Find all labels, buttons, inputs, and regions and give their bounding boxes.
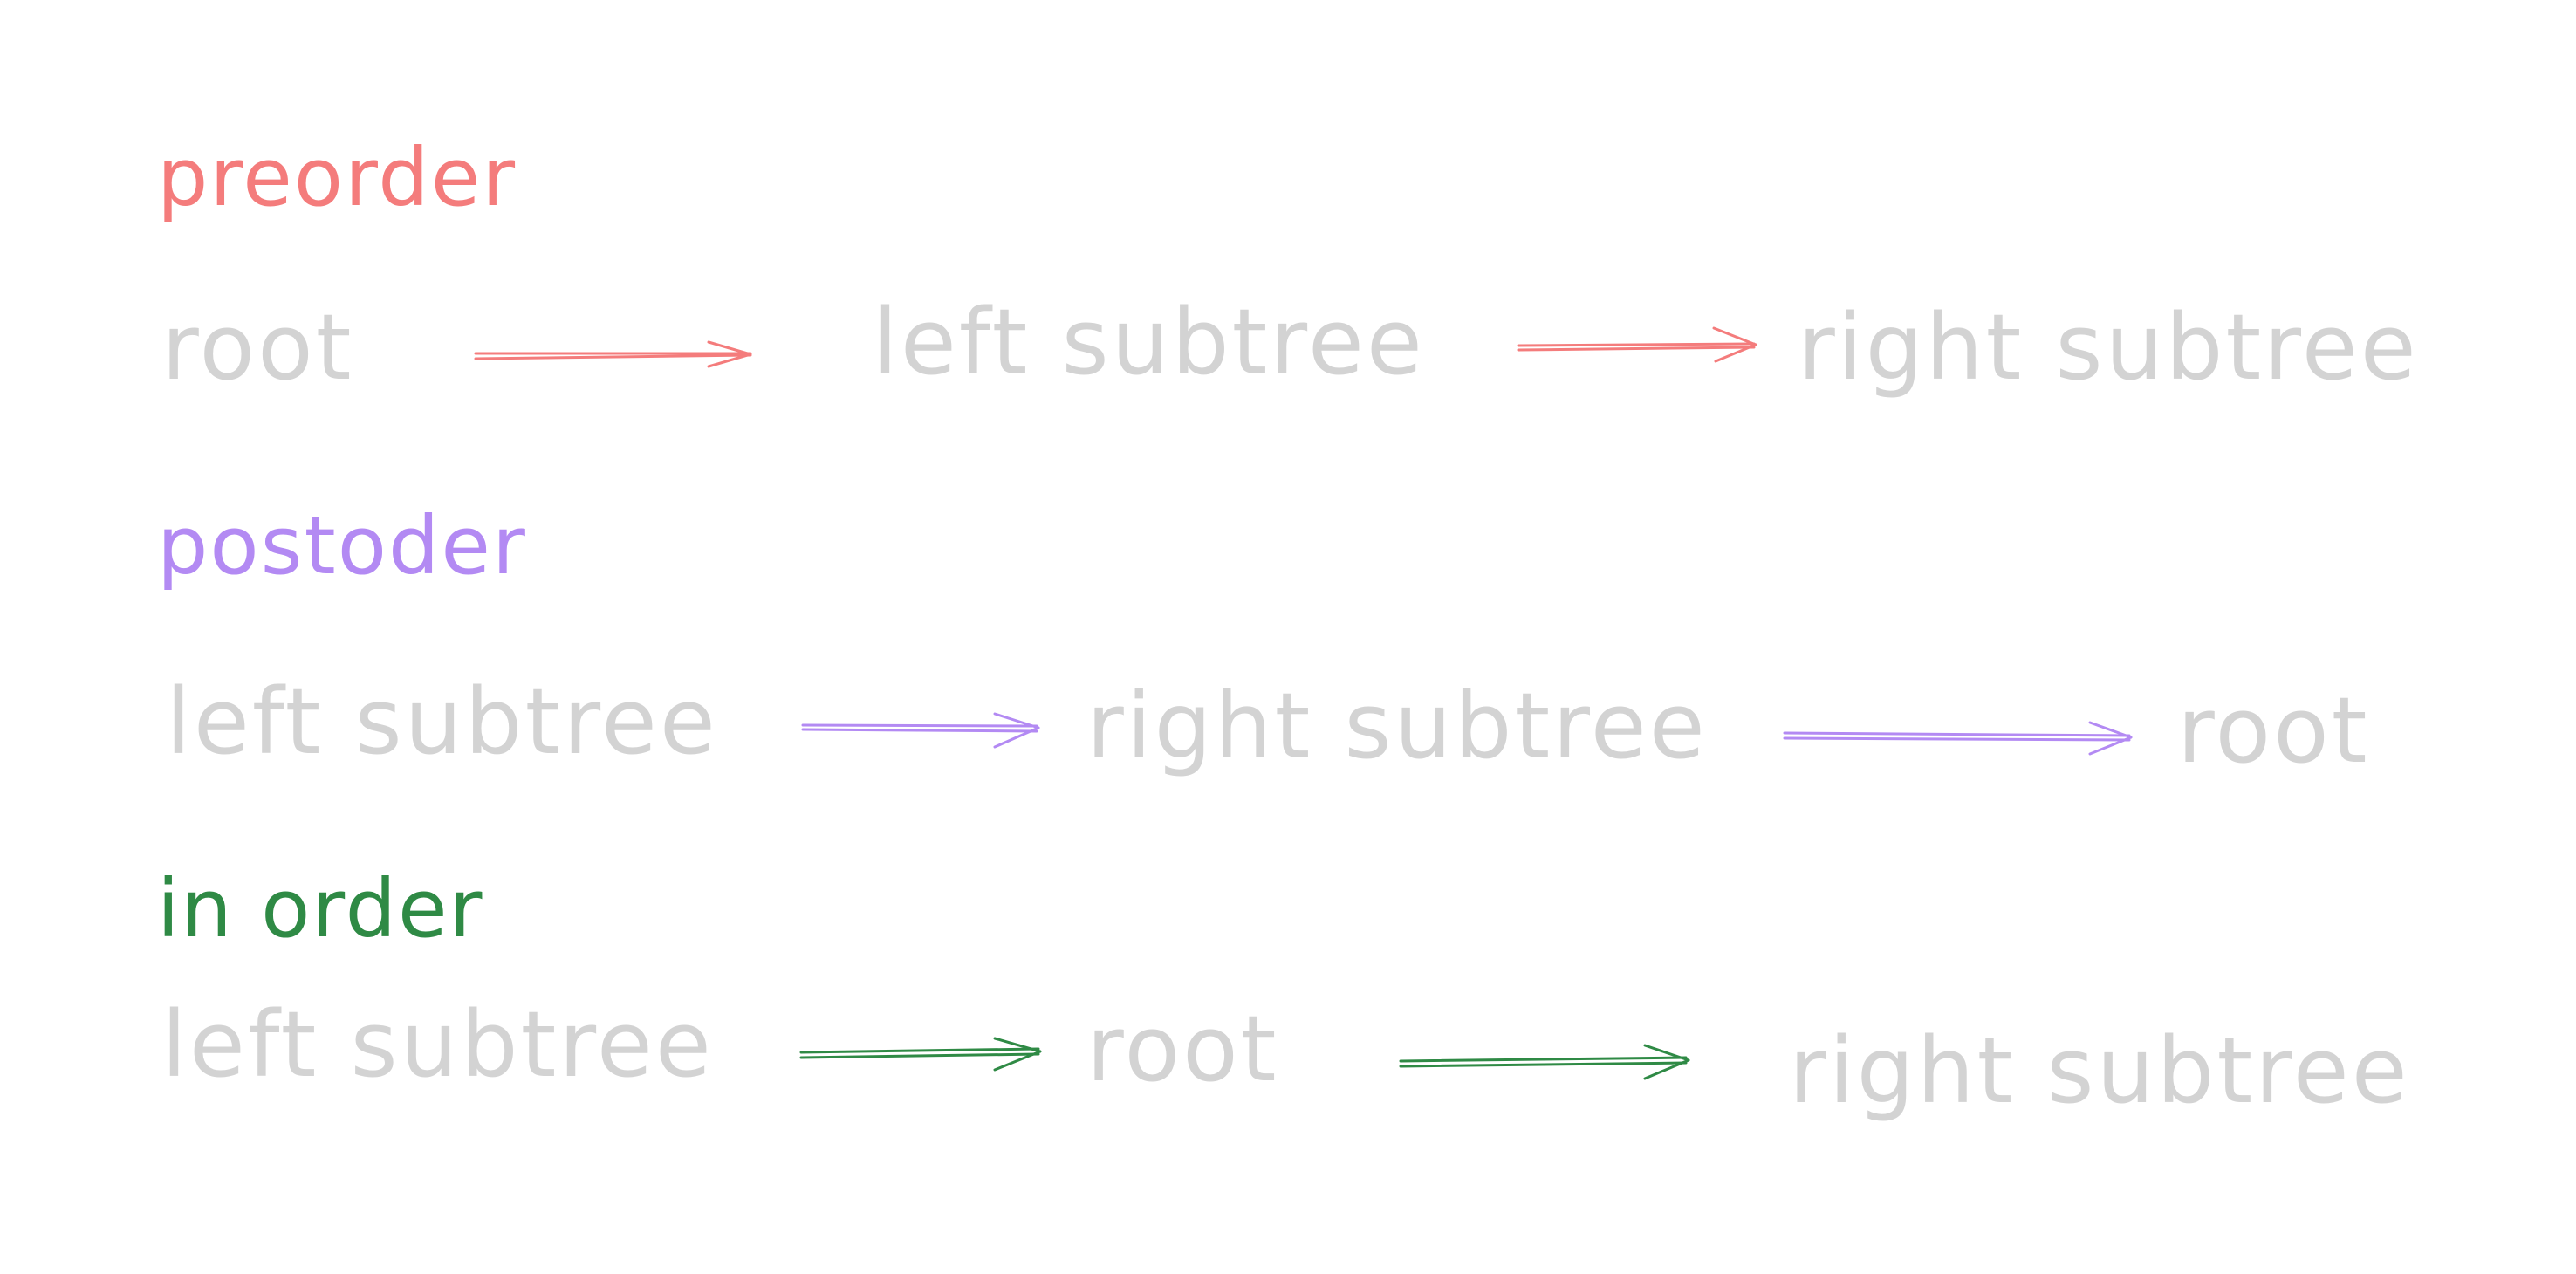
preorder-arrow-2	[1517, 326, 1757, 363]
postorder-heading: postoder	[157, 499, 527, 592]
preorder-step-root: root	[161, 294, 354, 401]
inorder-step-root: root	[1086, 996, 1279, 1102]
postorder-step-right-subtree: right subtree	[1086, 673, 1708, 779]
preorder-heading: preorder	[157, 131, 517, 224]
postorder-arrow-1	[801, 712, 1040, 749]
preorder-step-right-subtree: right subtree	[1798, 294, 2419, 401]
preorder-step-left-subtree: left subtree	[873, 289, 1425, 395]
postorder-step-root: root	[2177, 677, 2370, 784]
inorder-step-left-subtree: left subtree	[161, 991, 714, 1098]
postorder-step-left-subtree: left subtree	[166, 668, 718, 775]
preorder-arrow-1	[474, 340, 752, 368]
inorder-arrow-2	[1399, 1044, 1690, 1080]
postorder-arrow-2	[1783, 721, 2133, 756]
inorder-arrow-1	[799, 1037, 1042, 1072]
inorder-heading: in order	[157, 862, 484, 956]
inorder-step-right-subtree: right subtree	[1789, 1017, 2410, 1124]
